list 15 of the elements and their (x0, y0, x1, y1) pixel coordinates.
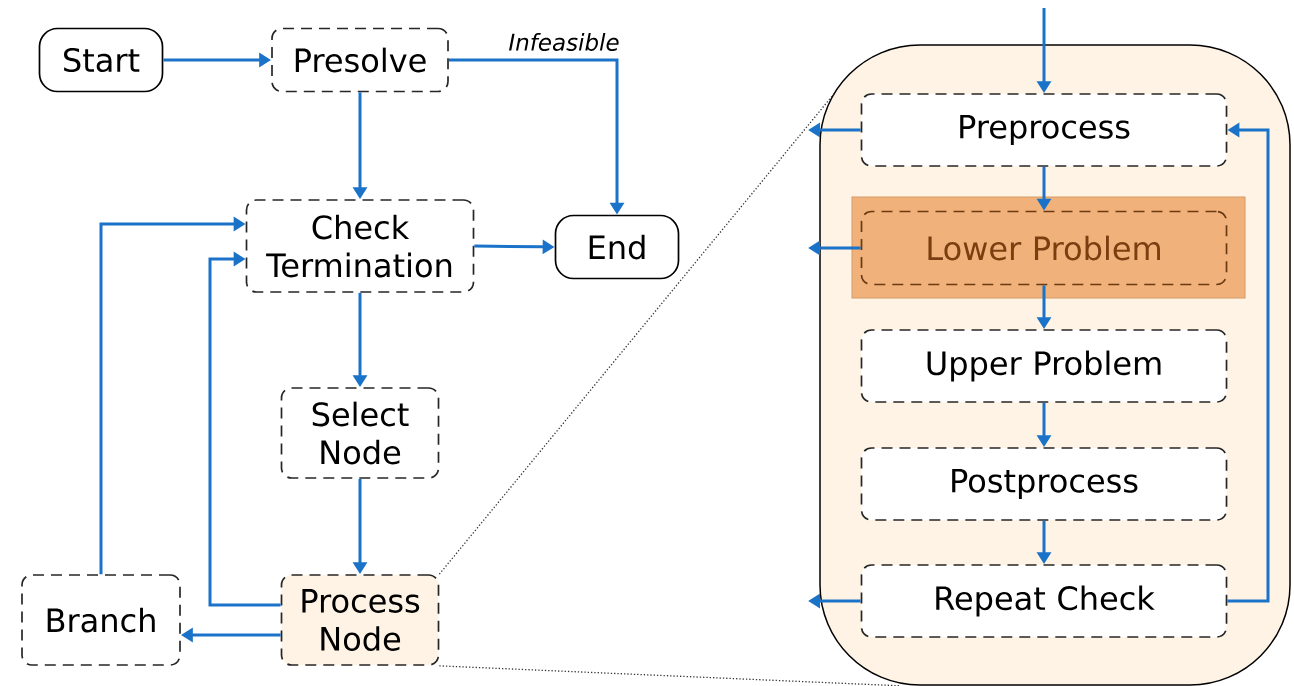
process-box: Postprocess (860, 447, 1228, 521)
process-box: Start (38, 27, 164, 93)
process-box: Branch (21, 574, 181, 666)
process-box: Select Node (280, 387, 440, 479)
process-box: Presolve (271, 27, 449, 93)
process-box: Process Node (280, 574, 440, 666)
process-box: End (554, 214, 680, 280)
edge-label: Infeasible (507, 32, 621, 52)
process-box: Repeat Check (860, 564, 1228, 638)
process-box: Upper Problem (860, 329, 1228, 403)
process-box: Preprocess (860, 93, 1228, 167)
zoom-line (438, 91, 836, 575)
arrow (208, 251, 281, 607)
process-box: Lower Problem (860, 210, 1228, 286)
process-box: Check Termination (245, 199, 475, 293)
